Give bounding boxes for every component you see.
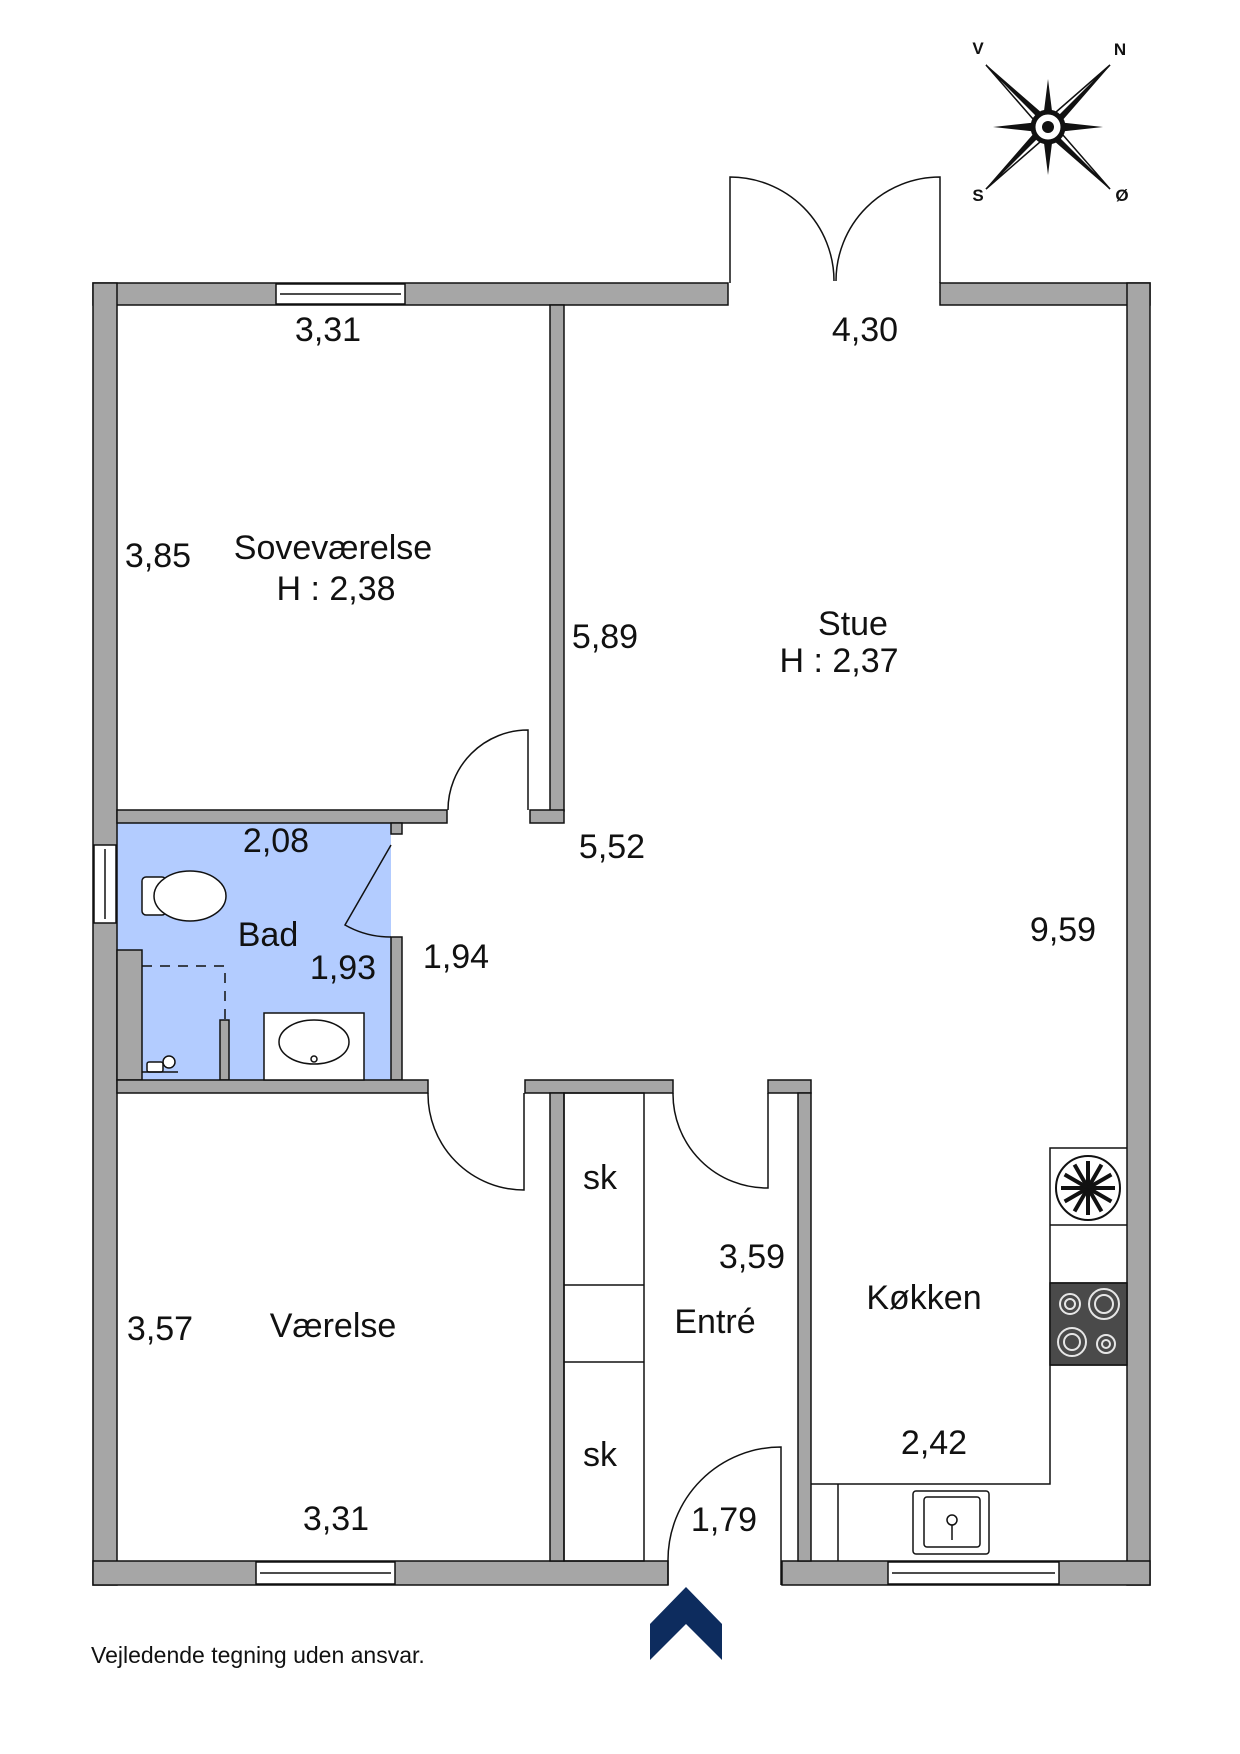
- living-height: H : 2,37: [779, 642, 898, 680]
- sink-icon: [263, 1012, 365, 1081]
- room-width: 3,31: [303, 1500, 369, 1538]
- wall-bath-right-low: [390, 936, 403, 1081]
- kitchen-name: Køkken: [866, 1279, 981, 1317]
- bath-width: 2,08: [243, 822, 309, 860]
- fan-spoke: [1063, 1186, 1089, 1204]
- room-labels: Soveværelse H : 2,38 3,31 3,85 Stue H : …: [125, 311, 1096, 1539]
- terrace-door: [729, 176, 941, 283]
- compass-east: Ø: [1115, 186, 1128, 205]
- entrance-arrow-icon: [650, 1587, 722, 1660]
- toilet-icon: [141, 870, 227, 922]
- bedroom-name: Soveværelse: [234, 529, 432, 567]
- fan-spoke: [1087, 1186, 1113, 1204]
- bedroom-height: H : 2,38: [276, 570, 395, 608]
- wall-top-right: [939, 282, 1151, 306]
- wall-room-right: [549, 1092, 565, 1562]
- living-middle: 5,52: [579, 828, 645, 866]
- windows: [93, 283, 1060, 1585]
- bedroom-width: 3,31: [295, 311, 361, 349]
- room-name: Værelse: [270, 1307, 397, 1345]
- living-top: 4,30: [832, 311, 898, 349]
- living-name: Stue: [818, 605, 888, 643]
- entre-width: 1,79: [691, 1501, 757, 1539]
- fan-spoke: [1086, 1187, 1104, 1213]
- wall-bath-inner: [116, 949, 143, 1081]
- compass-north: N: [1114, 40, 1126, 59]
- bath-depth: 1,93: [310, 949, 376, 987]
- shower-outline: [142, 965, 226, 1020]
- wall-hall-top: [529, 809, 565, 824]
- room-door: [427, 1092, 525, 1191]
- entre-name: Entré: [674, 1303, 755, 1341]
- living-left: 5,89: [572, 618, 638, 656]
- kitchen-sink-icon: [912, 1490, 990, 1555]
- wall-bath-right: [390, 822, 403, 835]
- kitchen-width: 2,42: [901, 1424, 967, 1462]
- hall-width: 1,94: [423, 938, 489, 976]
- wall-entre-right: [797, 1092, 812, 1562]
- tap-icon: [142, 1055, 178, 1073]
- wall-bath-partition: [219, 1019, 230, 1081]
- room-depth: 3,57: [127, 1310, 193, 1348]
- front-door: [667, 1446, 782, 1585]
- wall-bedroom-bottom: [116, 809, 448, 824]
- closet-label-2: sk: [583, 1436, 618, 1474]
- bedroom-door: [447, 729, 529, 811]
- bedroom-depth: 3,85: [125, 537, 191, 575]
- extractor-fan-icon: [1055, 1155, 1121, 1221]
- doors: [343, 176, 941, 1585]
- living-right: 9,59: [1030, 911, 1096, 949]
- wall-room-top-mid: [524, 1079, 674, 1094]
- fan-spoke: [1063, 1172, 1089, 1190]
- compass-west: V: [972, 39, 984, 58]
- stove-icon: [1049, 1282, 1128, 1366]
- wall-room-top-left: [116, 1079, 429, 1094]
- fan-spoke: [1072, 1187, 1090, 1213]
- fan-spoke: [1087, 1172, 1113, 1190]
- wall-right: [1126, 282, 1151, 1586]
- entre-depth: 3,59: [719, 1238, 785, 1276]
- closet-unit: [563, 1092, 645, 1562]
- fan-spoke: [1072, 1163, 1090, 1189]
- closet-label-1: sk: [583, 1159, 618, 1197]
- bath-door: [343, 844, 392, 938]
- hall-door: [672, 1092, 769, 1189]
- wall-left: [92, 282, 118, 1586]
- wall-room-top-right: [767, 1079, 812, 1094]
- fan-spoke: [1086, 1163, 1104, 1189]
- bath-name: Bad: [238, 916, 299, 954]
- compass-rose-icon: N V S Ø: [972, 39, 1128, 205]
- wall-top-left: [92, 282, 729, 306]
- compass-south: S: [972, 186, 983, 205]
- disclaimer: Vejledende tegning uden ansvar.: [91, 1642, 425, 1668]
- wall-bedroom-right: [549, 304, 565, 812]
